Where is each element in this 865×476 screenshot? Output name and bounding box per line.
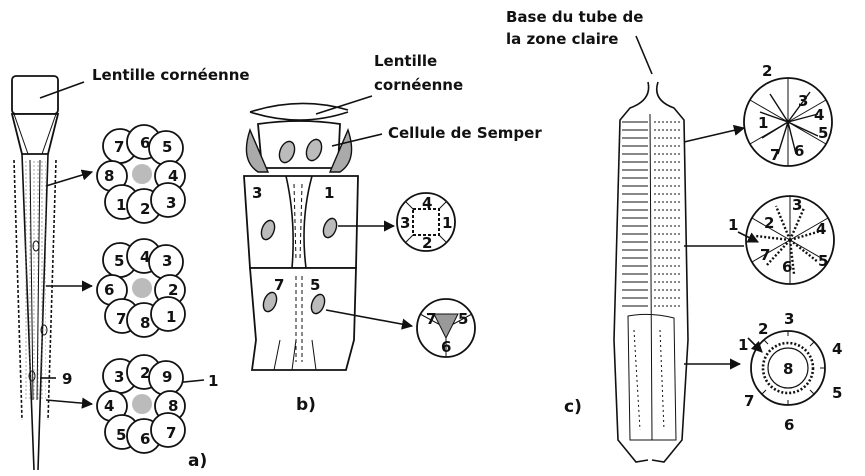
section-a1-num: 4 xyxy=(168,167,178,185)
section-c3-num: 3 xyxy=(784,310,794,328)
section-c1-num: 3 xyxy=(798,92,808,110)
section-c3-num: 1 xyxy=(738,336,748,354)
section-a2-num: 5 xyxy=(114,252,124,270)
panel-label-b: b) xyxy=(296,395,316,415)
base-label-line2: la zone claire xyxy=(506,30,618,48)
section-c3-num: 2 xyxy=(758,320,768,338)
ommatidium-c xyxy=(614,82,688,462)
section-a2-num: 7 xyxy=(116,310,126,328)
section-c1-num: 2 xyxy=(762,62,772,80)
cross-section-b1: 4 3 1 2 xyxy=(397,193,455,252)
section-a3-num: 8 xyxy=(168,397,178,415)
section-c2-num: 7 xyxy=(760,246,770,264)
section-c2-num: 2 xyxy=(764,214,774,232)
section-a2-num: 3 xyxy=(162,252,172,270)
section-a1-num: 2 xyxy=(140,200,150,218)
cross-section-a1: 7 6 5 8 4 1 2 3 xyxy=(97,125,185,223)
section-a1-num: 8 xyxy=(104,167,114,185)
section-c1-num: 4 xyxy=(814,106,824,124)
section-b1-num: 1 xyxy=(442,214,452,232)
section-a3-num: 4 xyxy=(104,397,114,415)
cross-section-b2: 7 5 6 xyxy=(417,299,475,357)
section-a3-num: 2 xyxy=(140,364,150,382)
section-a3-num: 6 xyxy=(140,430,150,448)
section-c3-num: 7 xyxy=(744,392,754,410)
section-a1-num: 3 xyxy=(166,194,176,212)
cell-number-b: 5 xyxy=(310,276,320,294)
section-c1-num: 5 xyxy=(818,124,828,142)
cornea-label-b-line2: cornéenne xyxy=(374,76,463,94)
section-c1-num: 6 xyxy=(794,142,804,160)
section-a3-num: 9 xyxy=(162,368,172,386)
panel-a: Lentille cornéenne 7 6 5 8 4 1 2 3 5 4 3 xyxy=(12,66,250,471)
section-c2-num: 1 xyxy=(728,216,738,234)
section-c3-num: 4 xyxy=(832,340,842,358)
section-b2-num: 5 xyxy=(458,310,468,328)
section-c2-num: 3 xyxy=(792,196,802,214)
section-c2-num: 5 xyxy=(818,252,828,270)
base-label-line1: Base du tube de xyxy=(506,8,643,26)
section-a2-num: 4 xyxy=(140,248,150,266)
cross-section-c1: 2 1 3 4 5 7 6 xyxy=(744,62,832,166)
cross-section-a3: 3 2 9 4 8 5 6 7 xyxy=(97,355,185,453)
side-label-9: 9 xyxy=(62,370,72,388)
section-b1-num: 3 xyxy=(400,214,410,232)
section-a1-num: 7 xyxy=(114,138,124,156)
section-c1-num: 1 xyxy=(758,114,768,132)
section-b2-num: 7 xyxy=(426,310,436,328)
section-c3-num: 8 xyxy=(783,360,793,378)
semper-label: Cellule de Semper xyxy=(388,124,542,142)
corneal-lens-a xyxy=(12,76,58,114)
cross-section-a2: 5 4 3 6 2 7 8 1 xyxy=(97,239,185,337)
panel-b: 3 1 7 5 Lentille cornéenne Cellule de Se… xyxy=(244,52,542,415)
section-a2-num: 1 xyxy=(166,308,176,326)
section-a1-num: 5 xyxy=(162,138,172,156)
section-c1-num: 7 xyxy=(770,146,780,164)
section-a3-num: 3 xyxy=(114,368,124,386)
cell-number-b: 1 xyxy=(324,184,334,202)
section-c3-num: 6 xyxy=(784,416,794,434)
section-a2-num: 6 xyxy=(104,281,114,299)
section-c3-num: 5 xyxy=(832,384,842,402)
section-a2-num: 2 xyxy=(168,281,178,299)
section-a3-num: 7 xyxy=(166,424,176,442)
cell-number-b: 7 xyxy=(274,276,284,294)
cross-section-c2: 1 2 3 4 7 6 5 xyxy=(728,196,834,284)
section-b1-num: 4 xyxy=(422,194,432,212)
cross-section-c3: 2 3 1 4 8 5 7 6 xyxy=(738,310,842,434)
section-a2-num: 8 xyxy=(140,314,150,332)
section-c2-num: 4 xyxy=(816,220,826,238)
cell-number-b: 3 xyxy=(252,184,262,202)
cornea-label-b-line1: Lentille xyxy=(374,52,437,70)
section-c2-num: 6 xyxy=(782,258,792,276)
side-label-1: 1 xyxy=(208,372,218,390)
section-a1-num: 1 xyxy=(116,196,126,214)
ommatidium-a xyxy=(12,76,58,470)
cornea-label-a: Lentille cornéenne xyxy=(92,66,250,84)
section-b2-num: 6 xyxy=(441,338,451,356)
section-b1-num: 2 xyxy=(422,234,432,252)
panel-c: Base du tube de la zone claire 2 1 3 4 5… xyxy=(506,8,842,462)
panel-label-c: c) xyxy=(564,397,582,417)
panel-label-a: a) xyxy=(188,451,207,471)
section-a1-num: 6 xyxy=(140,134,150,152)
section-a3-num: 5 xyxy=(116,426,126,444)
